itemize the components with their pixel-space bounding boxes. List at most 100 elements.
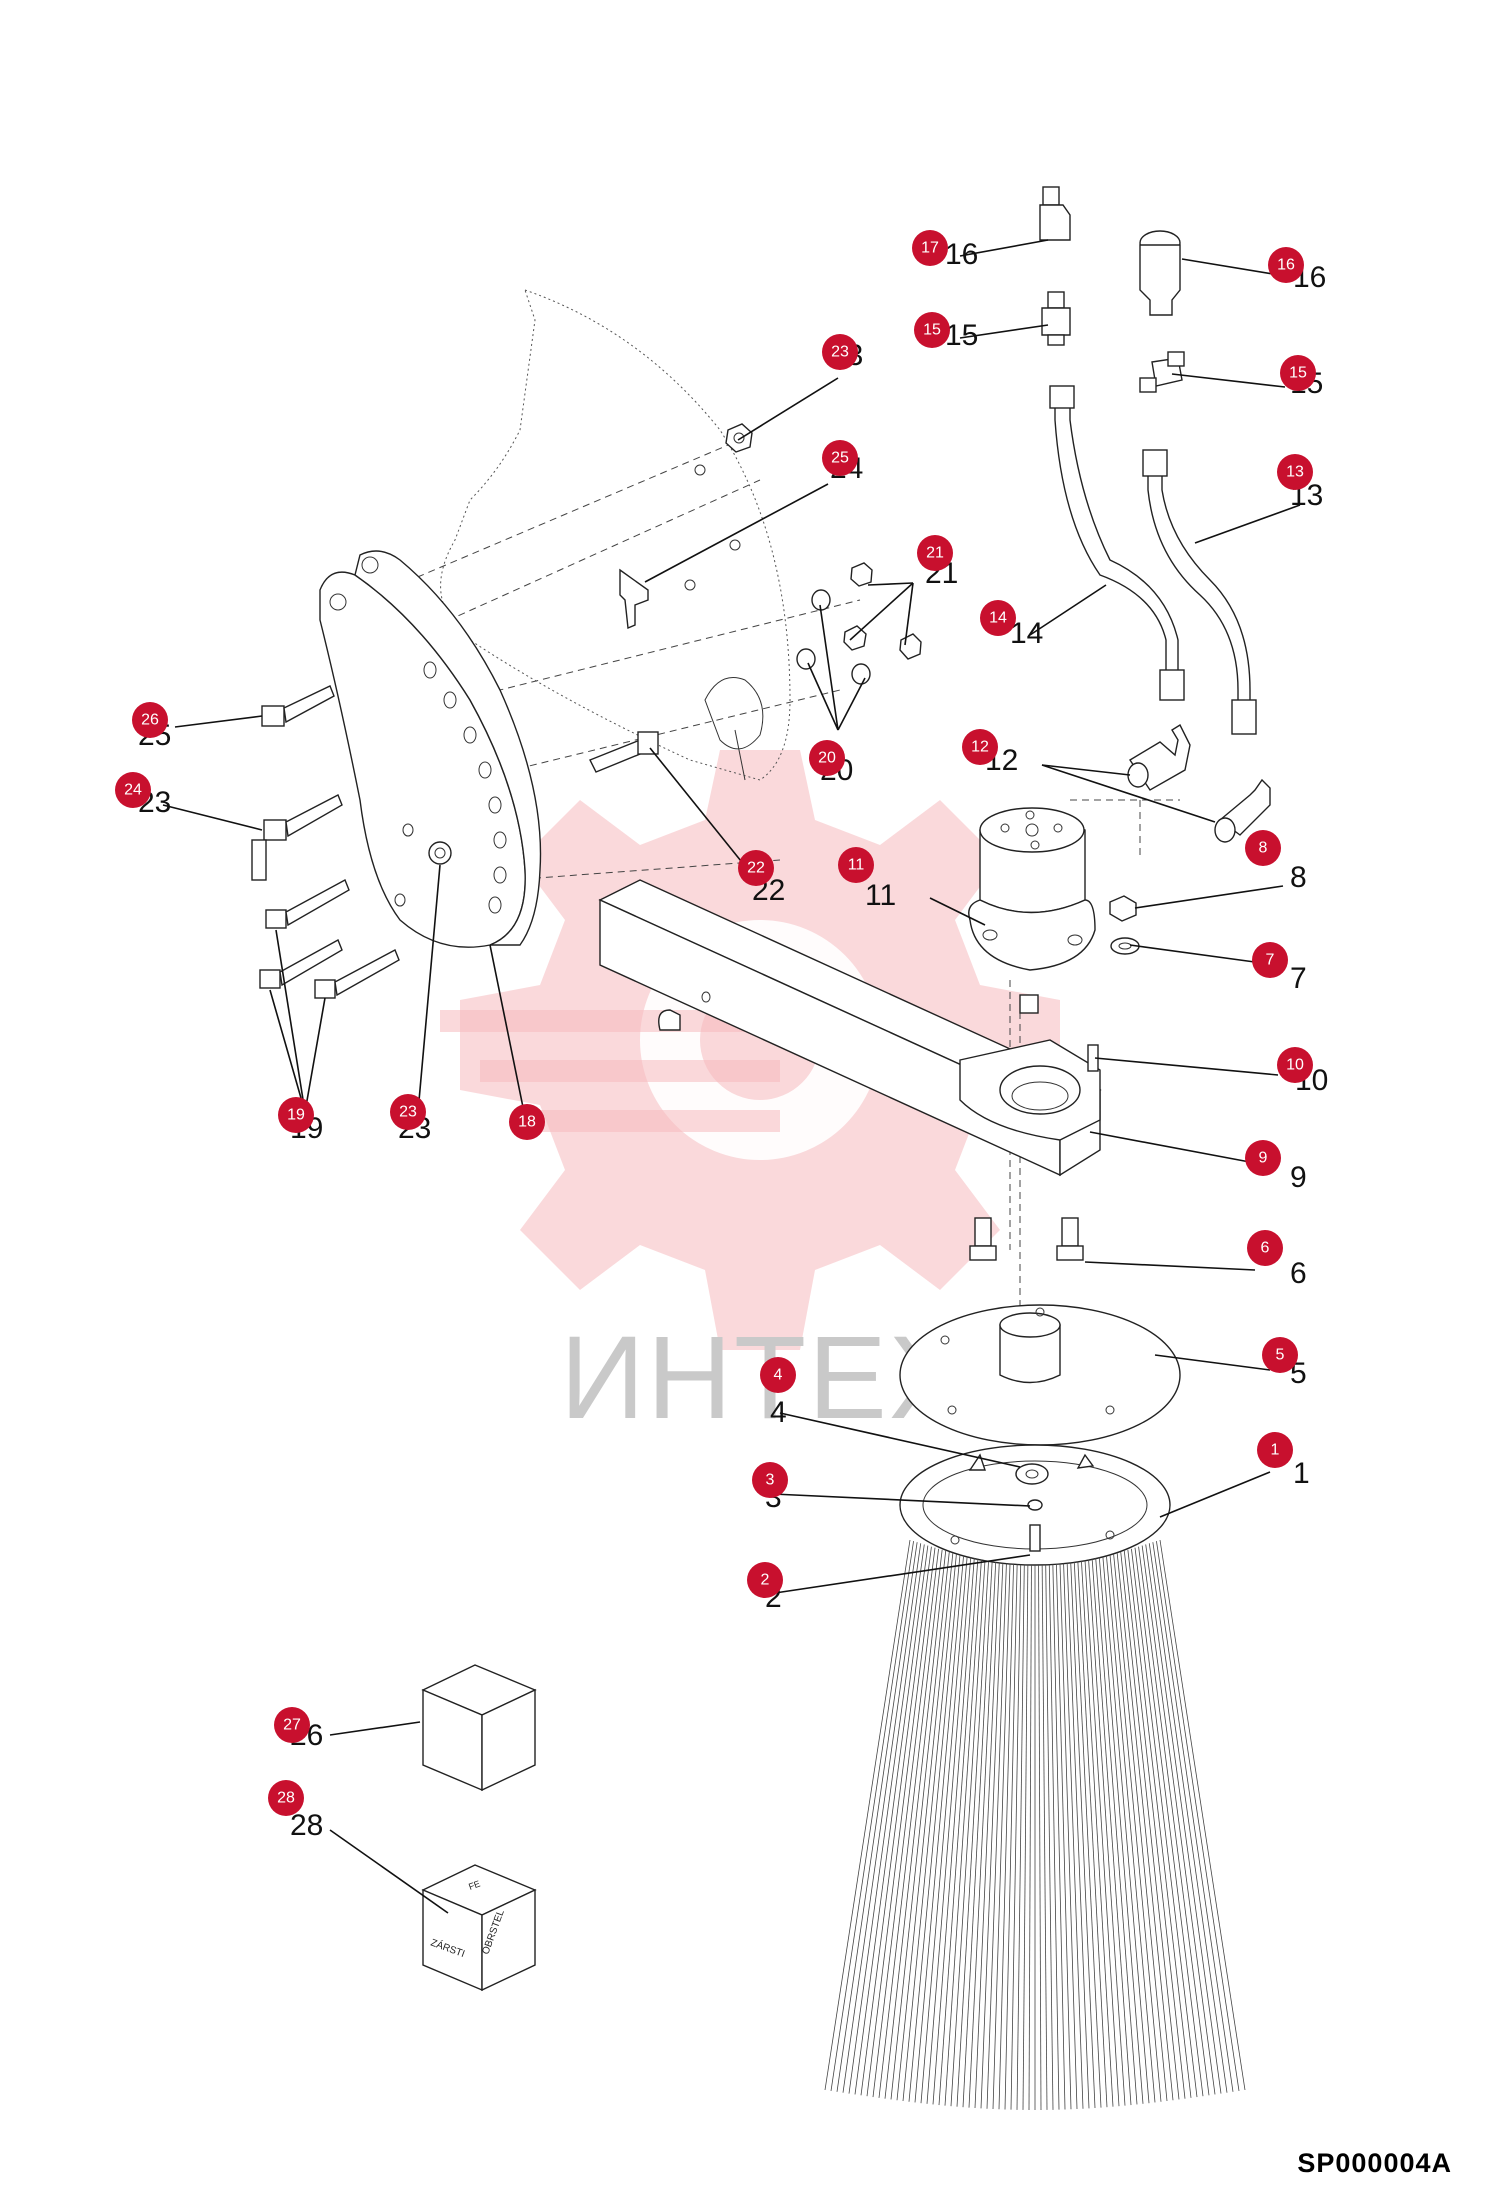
bristle bbox=[1145, 1544, 1222, 2094]
bristle bbox=[1081, 1560, 1114, 2107]
svg-text:14: 14 bbox=[989, 610, 1007, 627]
nut-8 bbox=[1109, 895, 1137, 922]
marker-4[interactable]: 4 bbox=[760, 1357, 796, 1393]
svg-text:19: 19 bbox=[287, 1107, 305, 1124]
marker-28[interactable]: 28 bbox=[268, 1780, 304, 1816]
marker-12[interactable]: 12 bbox=[962, 729, 998, 765]
marker-1[interactable]: 1 bbox=[1257, 1432, 1293, 1468]
bristle bbox=[842, 1543, 922, 2093]
bristle bbox=[926, 1557, 972, 2104]
bolts-19 bbox=[259, 879, 400, 999]
svg-text:12: 12 bbox=[971, 739, 989, 756]
plain-label-7: 7 bbox=[1290, 962, 1307, 995]
marker-21[interactable]: 21 bbox=[917, 535, 953, 571]
bristle bbox=[1152, 1542, 1234, 2092]
bristle bbox=[1109, 1554, 1162, 2102]
marker-2[interactable]: 2 bbox=[747, 1562, 783, 1598]
fitting-15-right bbox=[1139, 351, 1185, 393]
svg-text:21: 21 bbox=[926, 545, 944, 562]
bolt-22 bbox=[589, 731, 659, 773]
callout-markers: 17 15 16 15 13 14 12 11 8 7 10 9 6 5 1 4… bbox=[115, 230, 1316, 1816]
marker-19[interactable]: 19 bbox=[278, 1097, 314, 1133]
screw-2 bbox=[1029, 1524, 1041, 1552]
box-27 bbox=[421, 1664, 537, 1792]
marker-26[interactable]: 26 bbox=[132, 702, 168, 738]
marker-7[interactable]: 7 bbox=[1252, 942, 1288, 978]
bristle bbox=[860, 1546, 932, 2096]
washers-20-21 bbox=[796, 562, 922, 685]
marker-27[interactable]: 27 bbox=[274, 1707, 310, 1743]
marker-17[interactable]: 17 bbox=[912, 230, 948, 266]
marker-20[interactable]: 20 bbox=[809, 740, 845, 776]
marker-6[interactable]: 6 bbox=[1247, 1230, 1283, 1266]
hydraulic-motor bbox=[968, 807, 1096, 1014]
box-28: ZÁRSTI OBRSTEL FE bbox=[421, 1864, 537, 1992]
elbow-fittings-12 bbox=[1127, 723, 1271, 843]
bristle bbox=[1041, 1564, 1048, 2110]
bristle bbox=[1106, 1555, 1156, 2103]
bristle bbox=[1113, 1553, 1168, 2102]
bristle bbox=[998, 1564, 1014, 2110]
bristle bbox=[878, 1549, 943, 2098]
fitting-17 bbox=[1039, 186, 1071, 241]
coupling-16 bbox=[1139, 230, 1181, 316]
marker-23b[interactable]: 23 bbox=[390, 1094, 426, 1130]
marker-23a[interactable]: 23 bbox=[822, 334, 858, 370]
svg-text:3: 3 bbox=[766, 1472, 775, 1489]
bristle bbox=[968, 1561, 997, 2108]
bristle bbox=[1131, 1548, 1198, 2098]
bristle bbox=[824, 1539, 911, 2091]
svg-text:27: 27 bbox=[283, 1717, 301, 1734]
plain-label-9: 9 bbox=[1290, 1161, 1307, 1194]
svg-text:6: 6 bbox=[1261, 1240, 1270, 1257]
bristle bbox=[1016, 1564, 1025, 2110]
bristle bbox=[1156, 1541, 1240, 2091]
marker-15b[interactable]: 15 bbox=[1280, 355, 1316, 391]
plain-label-17: 16 bbox=[945, 238, 978, 271]
marker-14[interactable]: 14 bbox=[980, 600, 1016, 636]
svg-text:11: 11 bbox=[848, 857, 865, 874]
brush-bristles bbox=[824, 1539, 1246, 2110]
svg-text:23: 23 bbox=[831, 344, 849, 361]
svg-text:8: 8 bbox=[1259, 840, 1268, 857]
marker-10[interactable]: 10 bbox=[1277, 1047, 1313, 1083]
bristle bbox=[1010, 1564, 1022, 2110]
marker-8[interactable]: 8 bbox=[1245, 830, 1281, 866]
marker-24[interactable]: 24 bbox=[115, 772, 151, 808]
bristle bbox=[1038, 1564, 1042, 2110]
bristle bbox=[986, 1563, 1007, 2109]
bristle bbox=[1120, 1551, 1180, 2100]
bristle bbox=[896, 1552, 954, 2101]
svg-text:17: 17 bbox=[921, 240, 939, 257]
bristle bbox=[1141, 1545, 1216, 2095]
plain-label-6: 6 bbox=[1290, 1257, 1307, 1290]
marker-16[interactable]: 16 bbox=[1268, 247, 1304, 283]
bristle bbox=[914, 1555, 964, 2103]
bolts-6 bbox=[969, 1217, 1084, 1261]
bristle bbox=[1048, 1564, 1060, 2110]
drawing-code: SP000004A bbox=[1297, 2148, 1452, 2178]
bristle bbox=[920, 1556, 968, 2104]
washer-7 bbox=[1110, 937, 1140, 955]
marker-9[interactable]: 9 bbox=[1245, 1140, 1281, 1176]
bristle bbox=[938, 1558, 979, 2106]
bristle bbox=[1088, 1559, 1126, 2106]
marker-5[interactable]: 5 bbox=[1262, 1337, 1298, 1373]
bristle bbox=[1098, 1557, 1144, 2104]
bristle bbox=[944, 1559, 982, 2106]
marker-3[interactable]: 3 bbox=[752, 1462, 788, 1498]
marker-15a[interactable]: 15 bbox=[914, 312, 950, 348]
svg-text:23: 23 bbox=[399, 1104, 417, 1121]
nut-23-upper bbox=[725, 423, 753, 453]
marker-18[interactable]: 18 bbox=[509, 1104, 545, 1140]
plain-label-1: 1 bbox=[1293, 1457, 1310, 1490]
plain-label-28: 28 bbox=[290, 1809, 323, 1842]
marker-22[interactable]: 22 bbox=[738, 850, 774, 886]
marker-13[interactable]: 13 bbox=[1277, 454, 1313, 490]
bristle bbox=[854, 1545, 929, 2095]
bristle bbox=[932, 1558, 975, 2105]
marker-25[interactable]: 25 bbox=[822, 440, 858, 476]
svg-text:5: 5 bbox=[1276, 1347, 1285, 1364]
marker-11[interactable]: 11 bbox=[838, 847, 874, 883]
